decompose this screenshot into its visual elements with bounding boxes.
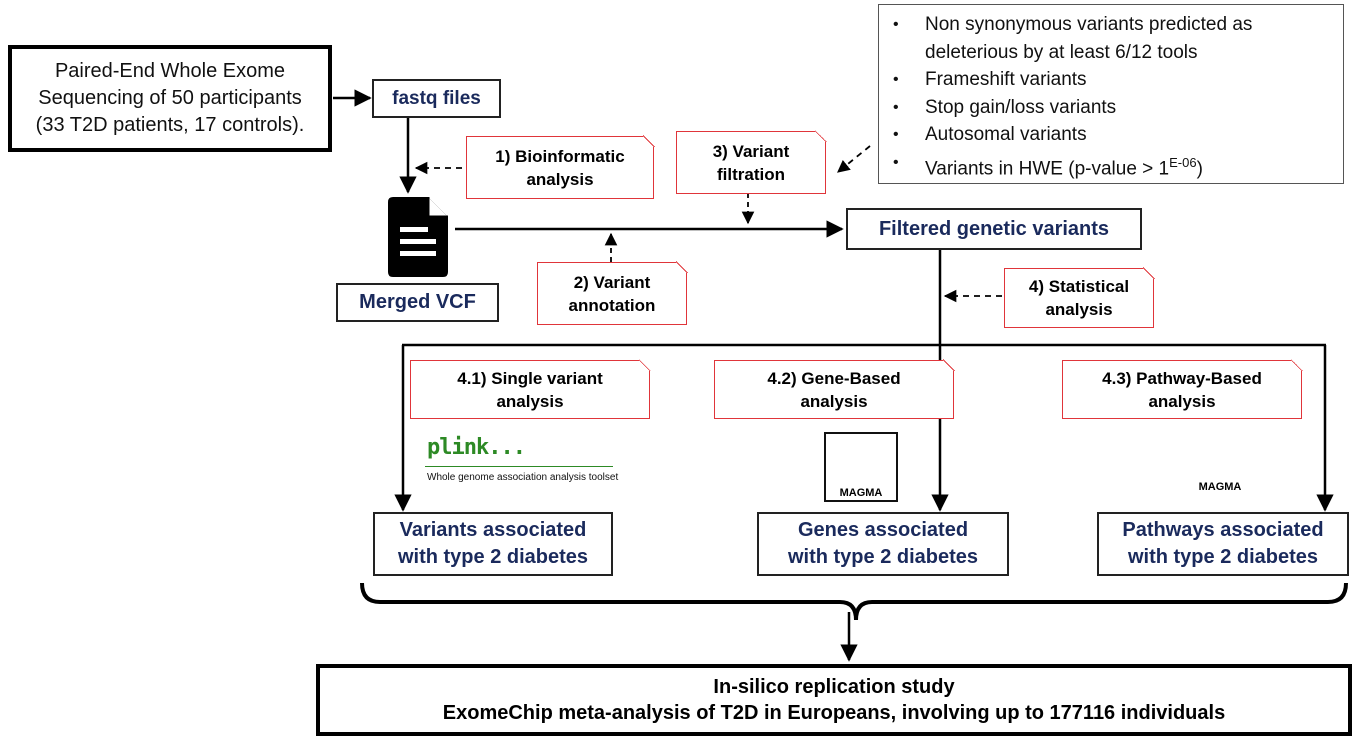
fastq-label: fastq files: [392, 87, 481, 109]
input-line: (33 T2D patients, 17 controls).: [35, 114, 305, 136]
criteria-item: • Variants in HWE (p-value > 1E-06): [893, 149, 1333, 183]
plink-logo: plink...: [427, 435, 526, 460]
step-variant-annotation: 2) Variant annotation: [537, 261, 688, 325]
criteria-text: Non synonymous variants predicted as del…: [925, 14, 1253, 63]
result-line: with type 2 diabetes: [1127, 546, 1319, 568]
step-variant-filtration: 3) Variant filtration: [676, 130, 827, 194]
criteria-text: ): [1196, 157, 1203, 179]
criteria-item: • Frameshift variants: [893, 66, 1333, 94]
document-icon: [388, 197, 448, 277]
step-line: 4) Statistical: [1028, 277, 1130, 296]
bullet: •: [893, 153, 899, 171]
step-line: 4.3) Pathway-Based: [1102, 368, 1262, 388]
step-line: 4.1) Single variant: [457, 368, 603, 388]
result-line: Genes associated: [797, 519, 969, 541]
bullet: •: [893, 98, 899, 116]
input-line: Sequencing of 50 participants: [38, 87, 302, 109]
criteria-item: • Stop gain/loss variants: [893, 94, 1333, 122]
criteria-item: • Non synonymous variants predicted as de…: [893, 11, 1333, 66]
bullet: •: [893, 126, 899, 143]
plink-underline: [425, 466, 613, 467]
criteria-text: Frameshift variants: [925, 69, 1087, 90]
result-line: with type 2 diabetes: [397, 546, 589, 568]
criteria-superscript: E-06: [1169, 154, 1197, 170]
step-single-variant-analysis: 4.1) Single variant analysis: [410, 359, 651, 419]
replication-line: ExomeChip meta-analysis of T2D in Europe…: [442, 702, 1226, 724]
replication-line: In-silico replication study: [713, 676, 955, 698]
bullet: •: [893, 16, 899, 33]
step-statistical-analysis: 4) Statistical analysis: [1004, 267, 1155, 328]
fastq-files-node: fastq files: [372, 79, 501, 118]
step-bioinformatic-analysis: 1) Bioinformatic analysis: [466, 135, 655, 199]
merged-vcf-node: Merged VCF: [336, 283, 499, 322]
filtration-criteria-box: • Non synonymous variants predicted as de…: [878, 4, 1344, 184]
step-gene-based-analysis: 4.2) Gene-Based analysis: [714, 359, 955, 419]
step-line: analysis: [496, 391, 564, 411]
step-line: analysis: [1045, 300, 1113, 319]
criteria-text: Autosomal variants: [925, 124, 1087, 145]
step-line: analysis: [1148, 391, 1216, 411]
step-line: filtration: [717, 164, 785, 184]
input-box: Paired-End Whole Exome Sequencing of 50 …: [8, 45, 332, 152]
step-line: annotation: [568, 295, 656, 315]
magma-logo: MAGMA: [1183, 426, 1257, 496]
criteria-list: • Non synonymous variants predicted as de…: [893, 11, 1333, 182]
step-line: 1) Bioinformatic: [495, 146, 625, 166]
bullet: •: [893, 71, 899, 88]
replication-study-box: In-silico replication study ExomeChip me…: [316, 664, 1352, 736]
filtered-label: Filtered genetic variants: [878, 217, 1110, 240]
plink-tagline: Whole genome association analysis toolse…: [427, 472, 619, 483]
input-line: Paired-End Whole Exome: [54, 60, 286, 82]
result-line: Variants associated: [399, 519, 587, 541]
step-line: 3) Variant: [712, 141, 790, 161]
result-line: with type 2 diabetes: [787, 546, 979, 568]
result-line: Pathways associated: [1122, 519, 1324, 541]
filtered-variants-node: Filtered genetic variants: [846, 208, 1142, 250]
magma-label: MAGMA: [1198, 481, 1242, 493]
curly-bracket: [360, 582, 1348, 621]
magma-label: MAGMA: [839, 487, 883, 499]
criteria-text: Stop gain/loss variants: [925, 96, 1117, 118]
pathways-result-box: Pathways associated with type 2 diabetes: [1097, 512, 1349, 576]
criteria-item: • Autosomal variants: [893, 121, 1333, 149]
magma-logo: MAGMA: [824, 432, 898, 502]
genes-result-box: Genes associated with type 2 diabetes: [757, 512, 1009, 576]
criteria-text: Variants in HWE (p-value > 1: [925, 157, 1170, 179]
step-line: 2) Variant: [573, 272, 651, 292]
step-line: analysis: [526, 169, 594, 189]
step-pathway-based-analysis: 4.3) Pathway-Based analysis: [1062, 359, 1303, 419]
step-line: 4.2) Gene-Based: [767, 368, 901, 388]
variants-result-box: Variants associated with type 2 diabetes: [373, 512, 613, 576]
step-line: analysis: [800, 391, 868, 411]
dashed-arrow-criteria: [837, 145, 871, 173]
merged-vcf-label: Merged VCF: [359, 291, 476, 313]
